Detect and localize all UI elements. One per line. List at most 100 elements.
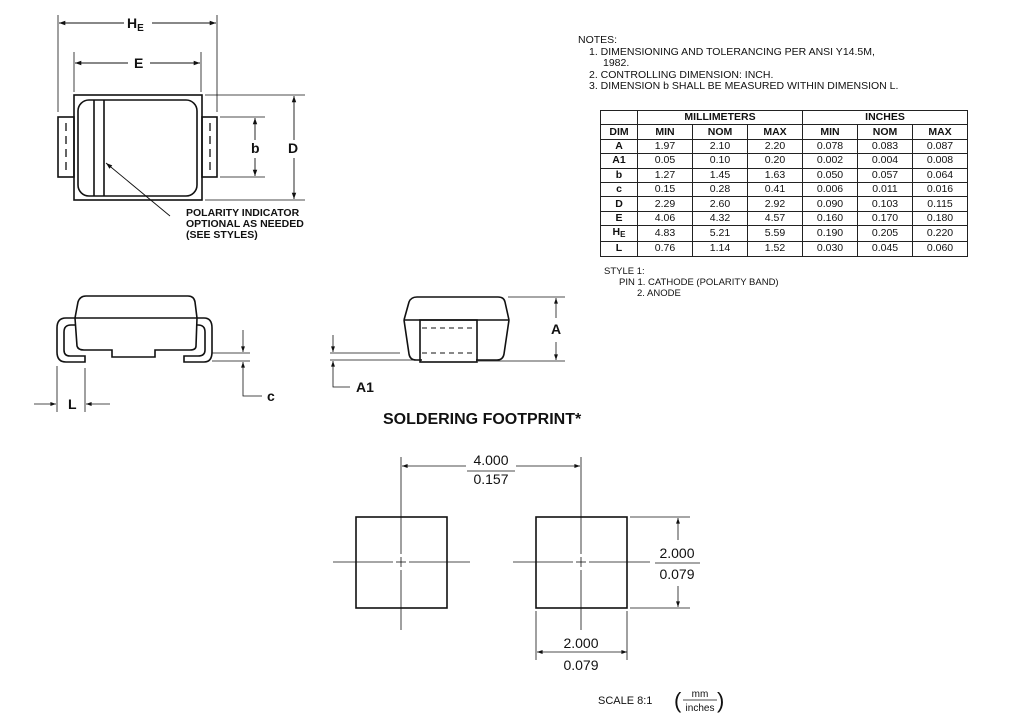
note-1: 1. DIMENSIONING AND TOLERANCING PER ANSI… [589, 45, 875, 58]
top-view [57, 15, 305, 217]
polarity-note-2: OPTIONAL AS NEEDED [186, 218, 304, 230]
value-cell: 0.205 [857, 225, 913, 243]
value-cell: 1.45 [692, 167, 748, 183]
side-view [34, 295, 262, 412]
value-cell: 0.011 [857, 181, 913, 198]
dim-label-HE: HE [127, 15, 144, 34]
value-cell: 0.170 [857, 210, 913, 227]
value-cell: 0.28 [692, 181, 748, 198]
dim-cell: D [600, 196, 638, 212]
value-cell: 0.064 [912, 167, 968, 183]
dim-cell: b [600, 167, 638, 183]
value-cell: 0.76 [637, 241, 693, 257]
value-cell: 5.21 [692, 225, 748, 243]
dim-cell: c [600, 181, 638, 198]
value-cell: 4.06 [637, 210, 693, 227]
pitch-mm: 4.000 [473, 452, 508, 468]
value-cell: 0.180 [912, 210, 968, 227]
value-cell: 2.10 [692, 138, 748, 155]
column-header: MIN [637, 124, 693, 140]
value-cell: 1.63 [747, 167, 803, 183]
value-cell: 4.32 [692, 210, 748, 227]
soldering-footprint [333, 457, 700, 660]
dim-cell: A1 [600, 153, 638, 169]
pad-width-in: 0.079 [563, 657, 598, 673]
value-cell: 2.92 [747, 196, 803, 212]
column-header: NOM [692, 124, 748, 140]
paren-open: ( [674, 688, 682, 713]
note-3: 3. DIMENSION b SHALL BE MEASURED WITHIN … [589, 80, 899, 92]
value-cell: 0.20 [747, 153, 803, 169]
dim-label-A1: A1 [356, 379, 374, 395]
value-cell: 4.83 [637, 225, 693, 243]
value-cell: 0.160 [802, 210, 858, 227]
value-cell: 0.103 [857, 196, 913, 212]
pad-right [535, 516, 628, 609]
dim-cell: L [600, 241, 638, 257]
group-header-mm: MILLIMETERS [637, 109, 803, 126]
pitch-in: 0.157 [473, 471, 508, 487]
polarity-note-1: POLARITY INDICATOR [186, 207, 300, 219]
dim-label-E: E [134, 55, 143, 71]
value-cell: 2.60 [692, 196, 748, 212]
value-cell: 4.57 [747, 210, 803, 227]
value-cell: 0.078 [802, 138, 858, 155]
style-title: STYLE 1: [604, 266, 645, 277]
value-cell: 2.20 [747, 138, 803, 155]
pad-height-in: 0.079 [659, 566, 694, 582]
value-cell: 0.090 [802, 196, 858, 212]
style-pin2: 2. ANODE [637, 288, 681, 299]
value-cell: 0.060 [912, 241, 968, 257]
value-cell: 0.115 [912, 196, 968, 212]
value-cell: 0.030 [802, 241, 858, 257]
style-block: STYLE 1: PIN 1. CATHODE (POLARITY BAND) … [604, 266, 779, 299]
column-header: MIN [802, 124, 858, 140]
dim-cell: HE [600, 225, 638, 243]
end-view [330, 296, 565, 388]
note-2: 2. CONTROLLING DIMENSION: INCH. [589, 68, 774, 81]
value-cell: 0.006 [802, 181, 858, 198]
pad-height-mm: 2.000 [659, 545, 694, 561]
value-cell: 0.41 [747, 181, 803, 198]
value-cell: 0.05 [637, 153, 693, 169]
pad-width-mm: 2.000 [563, 635, 598, 651]
notes: NOTES: 1. DIMENSIONING AND TOLERANCING P… [578, 34, 898, 92]
value-cell: 0.050 [802, 167, 858, 183]
note-1-cont: 1982. [603, 57, 630, 69]
style-pin1: PIN 1. CATHODE (POLARITY BAND) [619, 277, 779, 288]
column-header: NOM [857, 124, 913, 140]
value-cell: 2.29 [637, 196, 693, 212]
dim-label-L: L [68, 396, 77, 412]
value-cell: 1.52 [747, 241, 803, 257]
value-cell: 1.97 [637, 138, 693, 155]
value-cell: 0.004 [857, 153, 913, 169]
value-cell: 0.008 [912, 153, 968, 169]
value-cell: 0.002 [802, 153, 858, 169]
group-header-in: INCHES [802, 109, 968, 126]
notes-heading: NOTES: [578, 34, 618, 46]
dim-cell: A [600, 138, 638, 155]
value-cell: 0.016 [912, 181, 968, 198]
dim-label-A: A [551, 321, 561, 337]
value-cell: 0.045 [857, 241, 913, 257]
paren-close: ) [717, 688, 724, 713]
scale-label: SCALE 8:1 [598, 695, 652, 707]
unit-numerator: mm [692, 689, 709, 700]
value-cell: 0.087 [912, 138, 968, 155]
dim-label-D: D [288, 140, 298, 156]
unit-denominator: inches [686, 703, 715, 714]
pad-left [355, 516, 448, 609]
value-cell: 1.14 [692, 241, 748, 257]
dim-label-c: c [267, 388, 275, 404]
dim-label-b: b [251, 140, 260, 156]
value-cell: 5.59 [747, 225, 803, 243]
